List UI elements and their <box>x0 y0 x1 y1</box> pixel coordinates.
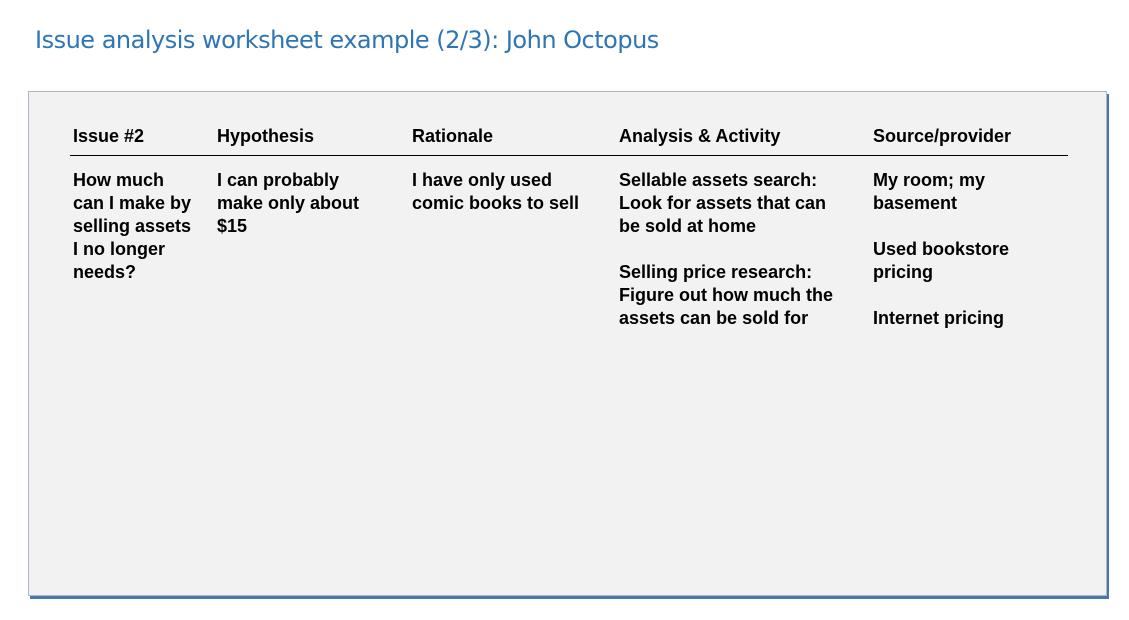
cell-issue: How much can I make by selling assets I … <box>73 170 192 282</box>
source-item-room-basement: My room; my basement <box>873 170 986 213</box>
header-source-provider: Source/provider <box>873 126 1012 146</box>
analysis-item-assets-search: Sellable assets search: Look for assets … <box>619 170 827 236</box>
header-issue: Issue #2 <box>73 126 145 146</box>
header-rationale: Rationale <box>412 126 494 146</box>
cell-rationale: I have only used comic books to sell <box>412 170 580 213</box>
cell-analysis-activity: Sellable assets search: Look for assets … <box>619 169 844 330</box>
slide-title: Issue analysis worksheet example (2/3): … <box>35 26 659 54</box>
source-item-bookstore-pricing: Used bookstore pricing <box>873 239 1010 282</box>
cell-hypothesis: I can probably make only about $15 <box>217 170 360 236</box>
worksheet-panel: Issue #2 Hypothesis Rationale Analysis &… <box>28 91 1107 596</box>
analysis-item-price-research: Selling price research: Figure out how m… <box>619 262 833 328</box>
cell-source-provider: My room; my basement Used bookstore pric… <box>873 169 1048 330</box>
header-divider <box>70 155 1068 156</box>
header-analysis-activity: Analysis & Activity <box>619 126 781 146</box>
source-item-internet-pricing: Internet pricing <box>873 308 1005 328</box>
header-hypothesis: Hypothesis <box>217 126 315 146</box>
